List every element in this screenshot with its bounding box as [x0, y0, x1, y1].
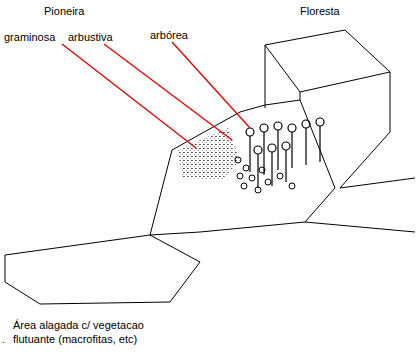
tree-crown [254, 146, 262, 154]
region-title: Pioneira [44, 4, 84, 18]
zone-label: arbórea [150, 28, 188, 42]
tree-trunk [257, 154, 258, 188]
bullet-mark: . [2, 332, 5, 346]
shrub [235, 157, 241, 163]
slope-edge [305, 222, 415, 232]
tree-crown [316, 118, 324, 126]
tree-crown [246, 128, 254, 136]
tree-trunk [249, 136, 250, 172]
tree-crown [268, 144, 276, 152]
tree-crown [288, 124, 296, 132]
leader-line [172, 42, 250, 128]
plateau-edge [340, 178, 415, 188]
tree-crown [274, 122, 282, 130]
tree-trunk [285, 150, 286, 182]
tree-trunk [319, 126, 320, 162]
shrub-symbols [235, 157, 295, 193]
shrub [237, 173, 243, 179]
tree-trunk [291, 132, 292, 168]
shrub [289, 183, 295, 189]
leader-line [62, 44, 196, 148]
tree-crown [282, 142, 290, 150]
zone-label: graminosa [4, 30, 55, 44]
area-note: Área alagada c/ vegetacao flutuante (mac… [13, 318, 178, 346]
tree-trunk [271, 152, 272, 186]
flooded-area-outline [5, 235, 200, 304]
tree-crown [302, 120, 310, 128]
tree-crown [260, 124, 268, 132]
tree-trunk [305, 128, 306, 165]
shrub [243, 165, 249, 171]
shrub [265, 179, 271, 185]
region-title: Floresta [300, 4, 340, 18]
forest-block-side [300, 92, 301, 100]
shrub [255, 187, 261, 193]
tree-symbols [246, 118, 324, 188]
shrub [277, 173, 283, 179]
zone-label: arbustiva [68, 30, 113, 44]
shrub [259, 167, 265, 173]
forest-block-top [265, 30, 390, 92]
forest-block-side [265, 45, 266, 108]
grass-stipple [178, 128, 240, 180]
leader-line [104, 44, 232, 140]
shrub [241, 183, 247, 189]
shrub [249, 175, 255, 181]
forest-block-side [340, 72, 390, 188]
tree-trunk [277, 130, 278, 170]
